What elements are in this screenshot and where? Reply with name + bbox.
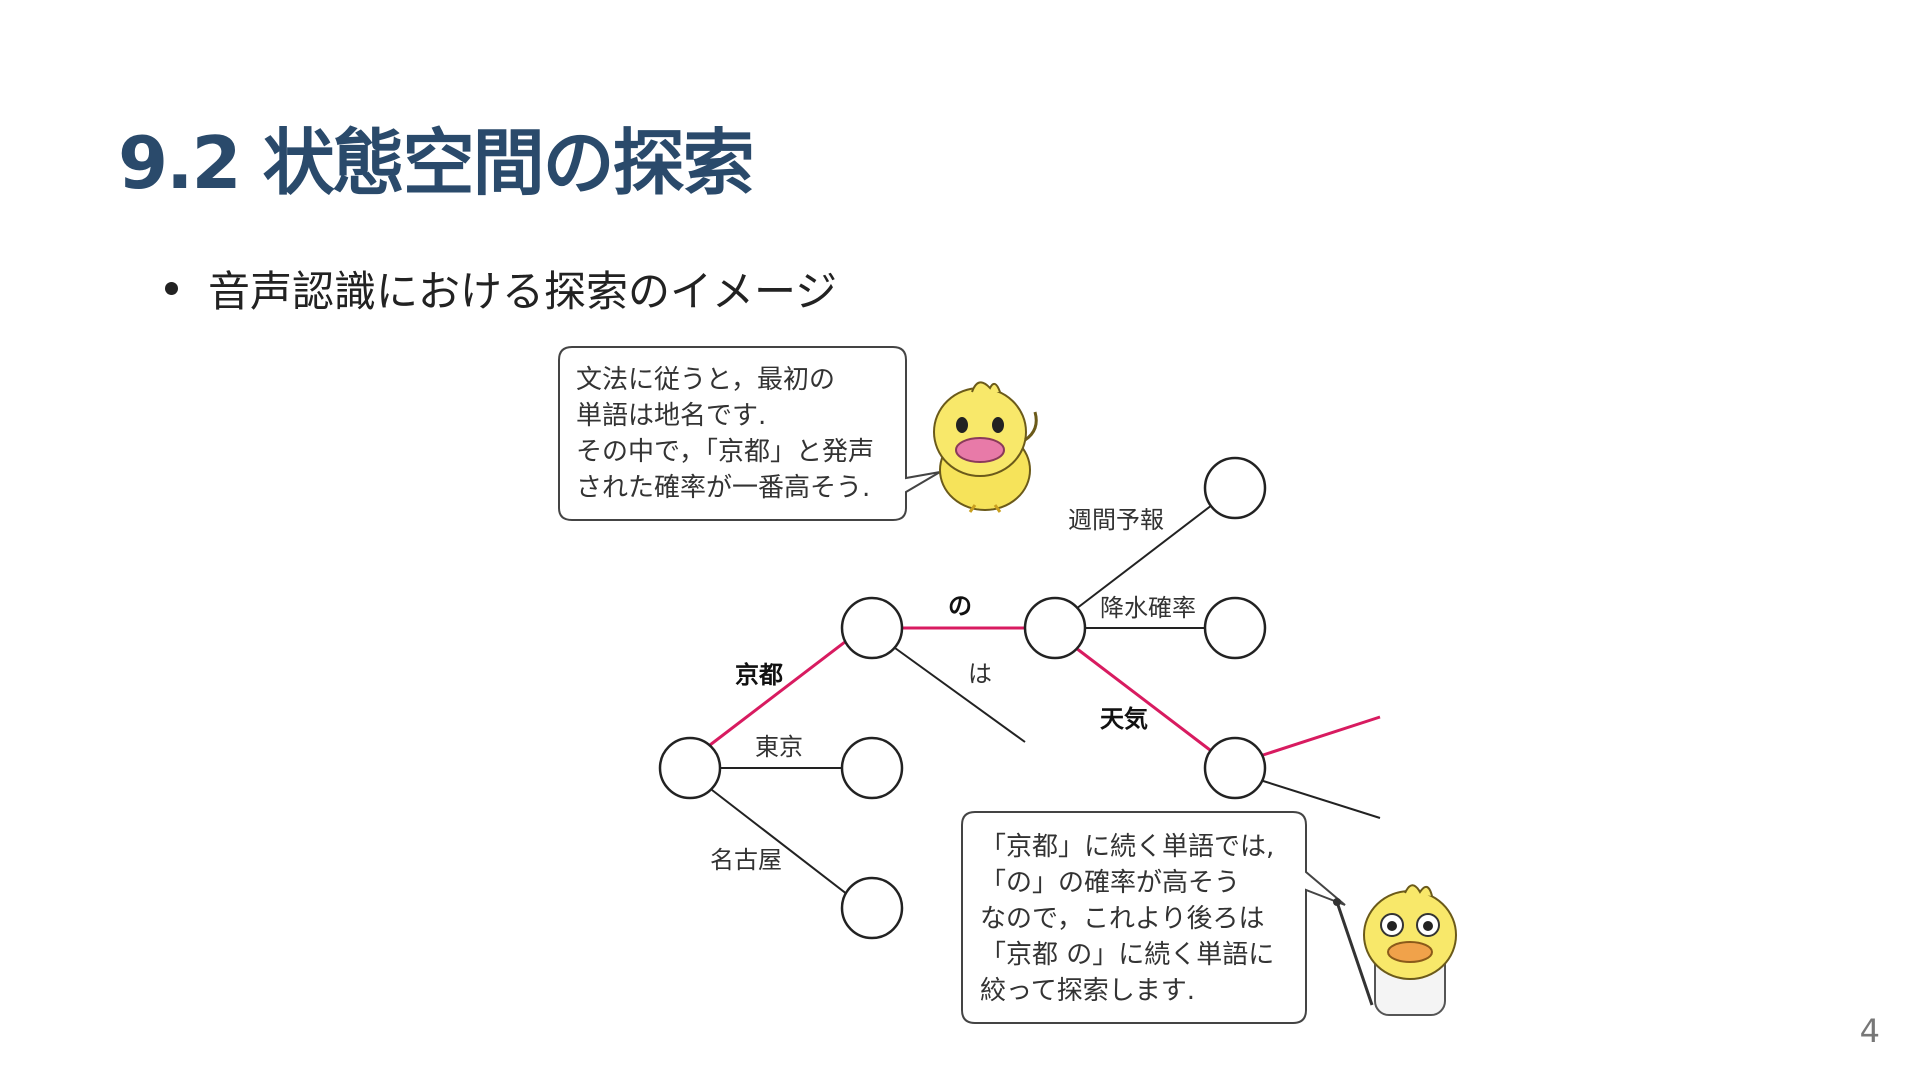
bubble-top-line-3: その中で，「京都」と発声 bbox=[576, 437, 874, 467]
bullet-text: 音声認識における探索のイメージ bbox=[208, 267, 838, 316]
edge-wa bbox=[894, 647, 1026, 743]
chick-professor-mascot-icon bbox=[1333, 884, 1457, 1016]
node-tokyo bbox=[840, 736, 904, 800]
node-nagoya bbox=[840, 876, 904, 940]
node-shukan-yoho bbox=[1203, 456, 1267, 520]
node-start bbox=[658, 736, 722, 800]
bubble-bottom-line-2: 「の」の確率が高そう bbox=[980, 868, 1240, 898]
speech-bubble-bottom: 「京都」に続く単語では, 「の」の確率が高そう なので，これより後ろは 「京都 … bbox=[961, 811, 1346, 1024]
node-kyoto-no bbox=[1023, 596, 1087, 660]
chick-mascot-icon bbox=[933, 381, 1038, 513]
node-kyoto bbox=[840, 596, 904, 660]
edge-tenki bbox=[1071, 643, 1211, 752]
label-kousui-kakuritsu: 降水確率 bbox=[1100, 594, 1196, 622]
bubble-bottom-line-4: 「京都 の」に続く単語に bbox=[980, 940, 1274, 970]
label-nagoya: 名古屋 bbox=[710, 846, 782, 874]
label-wa: は bbox=[968, 660, 992, 688]
edge-continue-top bbox=[1259, 715, 1381, 758]
bubble-bottom-line-5: 絞って探索します. bbox=[980, 976, 1195, 1006]
label-kyoto: 京都 bbox=[735, 661, 783, 689]
bubble-bottom-line-3: なので，これより後ろは bbox=[980, 904, 1264, 934]
bubble-top-line-4: された確率が一番高そう. bbox=[576, 473, 870, 503]
label-tokyo: 東京 bbox=[755, 733, 803, 761]
edge-nagoya bbox=[711, 789, 853, 899]
edge-continue-bottom bbox=[1259, 779, 1381, 819]
label-tenki: 天気 bbox=[1100, 705, 1148, 733]
bullet-item: 音声認識における探索のイメージ bbox=[165, 258, 837, 319]
bullet-dot bbox=[165, 282, 178, 295]
label-no: の bbox=[948, 592, 972, 620]
slide-title: 9.2 状態空間の探索 bbox=[118, 121, 755, 205]
bubble-top-line-1: 文法に従うと，最初の bbox=[576, 365, 835, 395]
edge-shukan-yoho bbox=[1071, 504, 1213, 613]
edge-kyoto bbox=[709, 630, 859, 747]
node-tenki bbox=[1203, 736, 1267, 800]
node-kousui-kakuritsu bbox=[1203, 596, 1267, 660]
bubble-top-line-2: 単語は地名です. bbox=[576, 401, 766, 431]
speech-bubble-top: 文法に従うと，最初の 単語は地名です. その中で，「京都」と発声 された確率が一… bbox=[558, 346, 941, 521]
page-number: 4 bbox=[1859, 1012, 1880, 1050]
bubble-bottom-line-1: 「京都」に続く単語では, bbox=[980, 832, 1274, 862]
label-shukan-yoho: 週間予報 bbox=[1068, 506, 1164, 534]
